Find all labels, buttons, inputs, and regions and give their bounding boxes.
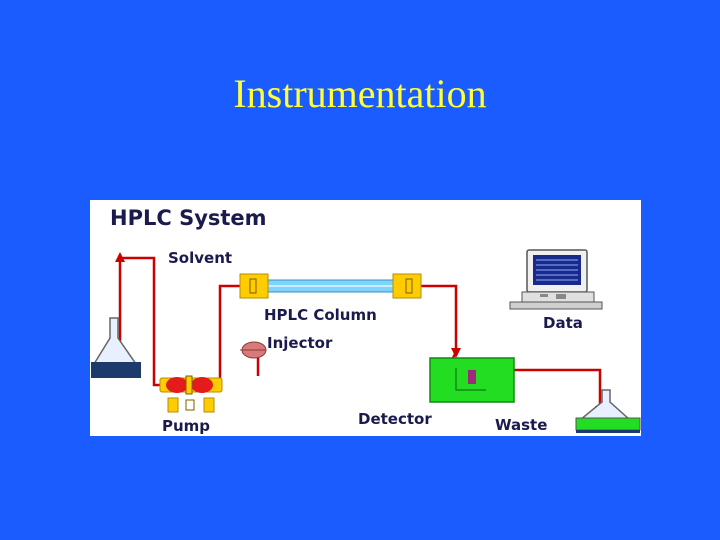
hplc-column <box>239 273 422 299</box>
label-injector: Injector <box>267 334 333 352</box>
column-inlet-fitting <box>239 273 269 299</box>
diagram-title: HPLC System <box>110 206 267 230</box>
column-to-detector-line <box>421 284 458 361</box>
arrow-solvent <box>115 252 125 262</box>
waste-flask-icon <box>575 389 641 433</box>
arrow-detector <box>451 348 461 358</box>
label-data: Data <box>543 314 583 332</box>
detector-to-waste-line <box>510 368 602 410</box>
label-solvent: Solvent <box>168 249 232 267</box>
slide-title: Instrumentation <box>233 71 487 116</box>
pump-icon <box>159 375 223 413</box>
solvent-flask-icon <box>91 317 141 378</box>
label-column: HPLC Column <box>264 306 377 324</box>
column-outlet-fitting <box>392 273 422 299</box>
pump-to-column-line <box>218 284 240 387</box>
injector-icon <box>240 341 267 359</box>
label-pump: Pump <box>162 417 210 435</box>
screen-lines <box>536 259 578 281</box>
detector-icon <box>429 357 515 403</box>
computer-icon <box>509 249 603 310</box>
hplc-diagram-svg: HPLC System Solvent HPLC C <box>91 206 641 435</box>
hplc-diagram: HPLC System Solvent HPLC C <box>90 200 641 436</box>
label-detector: Detector <box>358 410 432 428</box>
solvent-line <box>118 256 168 387</box>
label-waste: Waste <box>495 416 547 434</box>
